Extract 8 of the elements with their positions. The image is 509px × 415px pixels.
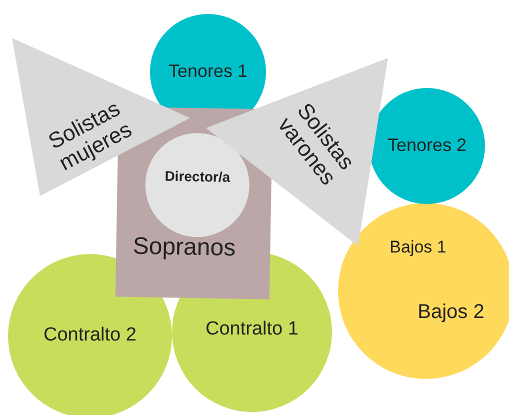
section-label: Bajos 1 — [390, 238, 446, 258]
section-label: Director/a — [164, 168, 230, 186]
section-label: Contralto 1 — [206, 320, 298, 340]
section-label: Bajos 2 — [418, 301, 484, 323]
section-label: Tenores 2 — [387, 136, 467, 156]
section-label: Sopranos — [132, 234, 236, 262]
section-label: Contralto 2 — [44, 326, 136, 346]
section-label: Tenores 1 — [168, 62, 248, 82]
